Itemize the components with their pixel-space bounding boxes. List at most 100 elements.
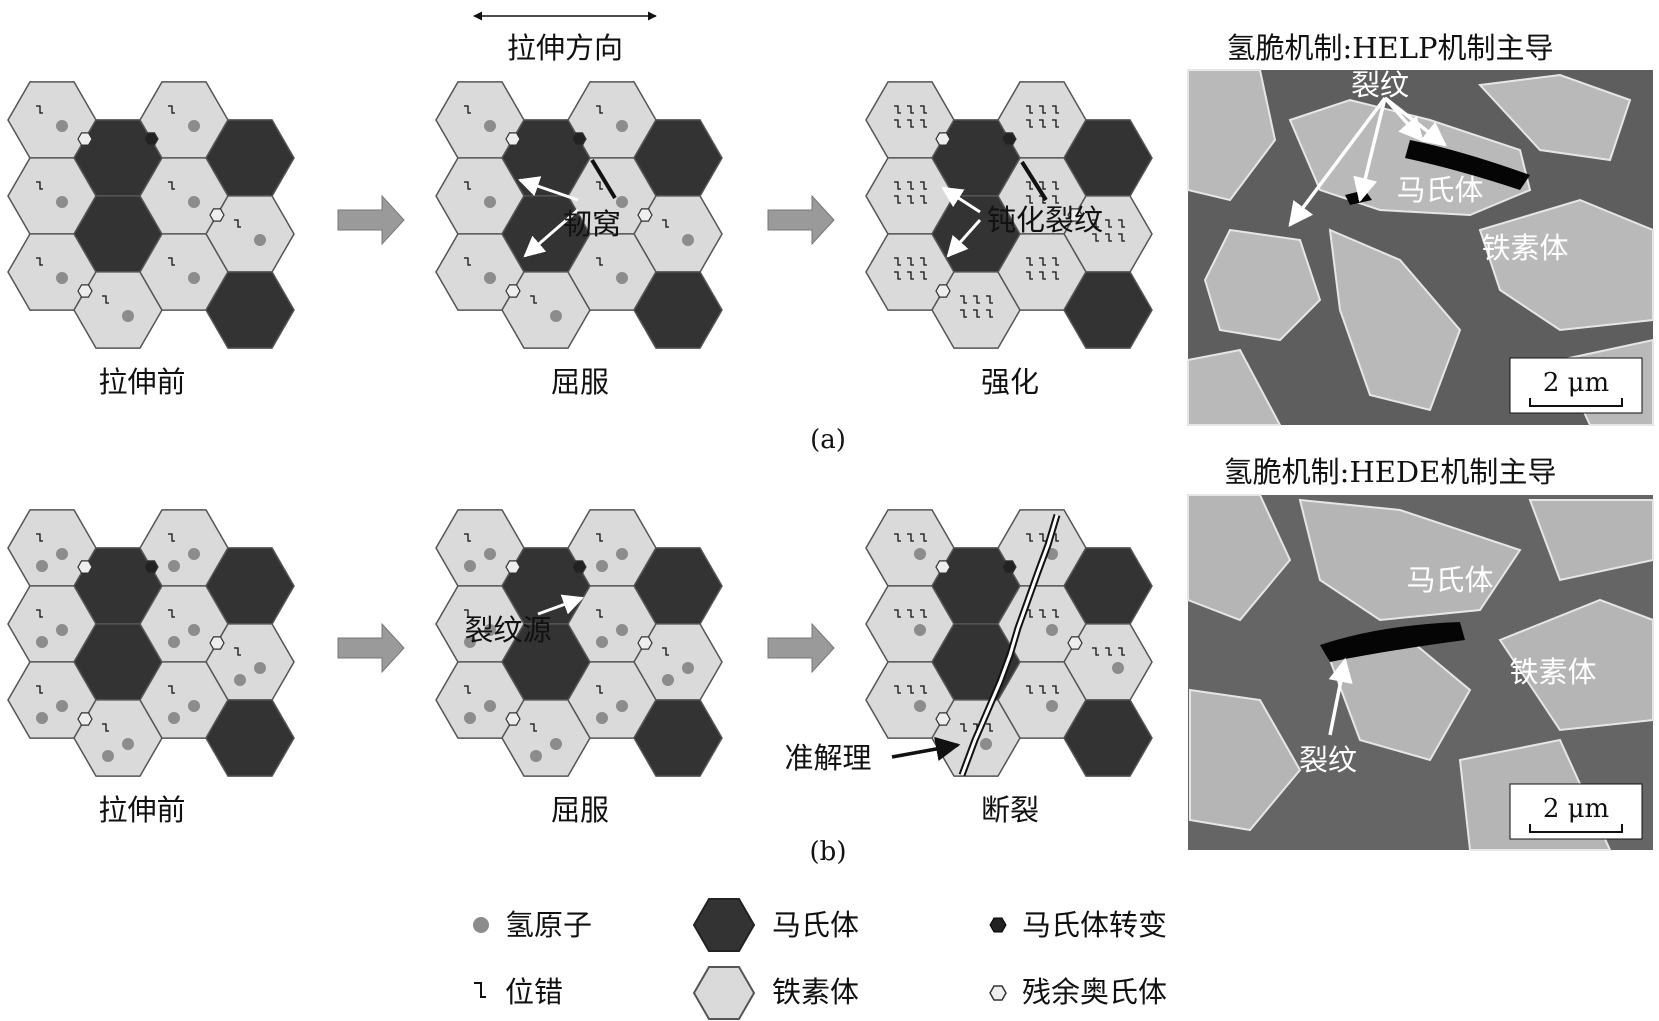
- dislocation-mark: [960, 723, 967, 732]
- dislocation-mark: [894, 195, 901, 204]
- hydrogen-atom: [596, 560, 608, 572]
- dislocation-mark: [920, 119, 927, 128]
- dislocation-mark: [907, 271, 914, 280]
- hydrogen-atom: [484, 196, 496, 208]
- retained-austenite-marker: [505, 284, 521, 298]
- dislocation-mark: [986, 723, 993, 732]
- dislocation-mark: [907, 119, 914, 128]
- dislocation-mark: [530, 295, 537, 304]
- dislocation-mark: [894, 105, 901, 114]
- dislocation-mark: [894, 119, 901, 128]
- martensite-grain: [1063, 699, 1153, 777]
- legend-ferrite-icon: [692, 966, 756, 1020]
- retained-austenite-marker: [209, 208, 225, 222]
- hydrogen-atom: [188, 548, 200, 560]
- dislocation-mark: [920, 685, 927, 694]
- dislocation-mark: [1118, 219, 1125, 228]
- dislocation-mark: [1052, 685, 1059, 694]
- dislocation-mark: [168, 609, 175, 618]
- micrograph-b: 氢脆机制:HEDE机制主导 马氏体 铁素体 裂纹 2 μm: [1187, 455, 1654, 851]
- retained-austenite-marker: [77, 560, 93, 574]
- dislocation-mark: [894, 533, 901, 542]
- retained-austenite-marker: [209, 636, 225, 650]
- micrograph-a: 氢脆机制:HELP机制主导 裂纹 马氏体 铁素体 2 μm: [1187, 31, 1654, 426]
- hydrogen-atom: [616, 700, 628, 712]
- hydrogen-atom: [56, 272, 68, 284]
- dislocation-mark: [1052, 119, 1059, 128]
- micrograph-b-crack-label: 裂纹: [1299, 743, 1357, 777]
- hydrogen-atom: [484, 700, 496, 712]
- stage-label-b2: 屈服: [551, 793, 609, 827]
- retained-austenite-marker: [77, 284, 93, 298]
- dislocation-mark: [1092, 233, 1099, 242]
- dislocation-mark: [1026, 181, 1033, 190]
- arrow-a-2: [767, 194, 835, 246]
- martensite-grain: [205, 271, 295, 349]
- dislocation-mark: [168, 533, 175, 542]
- row-a-label: (a): [810, 425, 846, 455]
- hydrogen-atom: [596, 636, 608, 648]
- dislocation-mark: [1105, 647, 1112, 656]
- diagram-b-yield: [435, 509, 723, 777]
- hydrogen-atom: [188, 624, 200, 636]
- dislocation-mark: [894, 271, 901, 280]
- dislocation-mark: [986, 309, 993, 318]
- dislocation-mark: [907, 685, 914, 694]
- hydrogen-atom: [122, 738, 134, 750]
- micrograph-b-martensite-label: 马氏体: [1406, 563, 1493, 597]
- micrograph-a-martensite-label: 马氏体: [1396, 173, 1483, 207]
- legend-dislocation-icon: [474, 982, 486, 998]
- dislocation-mark: [36, 533, 43, 542]
- dislocation-mark: [168, 181, 175, 190]
- hydrogen-atom: [1112, 662, 1124, 674]
- dislocation-mark: [464, 181, 471, 190]
- dislocation-mark: [1092, 219, 1099, 228]
- martensite-transform-marker: [571, 132, 587, 146]
- retained-austenite-marker: [1067, 636, 1083, 650]
- crack-source-label: 裂纹源: [464, 613, 551, 647]
- arrow-b-1: [337, 622, 405, 674]
- dislocation-mark: [1039, 119, 1046, 128]
- dislocation-mark: [596, 257, 603, 266]
- hydrogen-atom: [56, 624, 68, 636]
- dislocation-mark: [907, 609, 914, 618]
- dislocation-mark: [464, 609, 471, 618]
- retained-austenite-marker: [505, 712, 521, 726]
- transition-arrows: [337, 194, 835, 674]
- hydrogen-atom: [56, 700, 68, 712]
- micrograph-a-ferrite-label: 铁素体: [1481, 231, 1568, 265]
- dislocation-mark: [662, 647, 669, 656]
- blunt-crack-label: 钝化裂纹: [987, 203, 1103, 237]
- legend-martensite-icon: [692, 898, 756, 952]
- dislocation-mark: [1052, 181, 1059, 190]
- hydrogen-atom: [550, 738, 562, 750]
- dislocation-mark: [36, 181, 43, 190]
- hydrogen-atom: [122, 310, 134, 322]
- dislocation-mark: [1039, 195, 1046, 204]
- hydrogen-atom: [188, 272, 200, 284]
- annotations-a: 韧窝 钝化裂纹: [518, 158, 1103, 258]
- micrograph-b-title: 氢脆机制:HEDE机制主导: [1224, 455, 1557, 489]
- hydrogen-atom: [36, 712, 48, 724]
- hydrogen-atom: [682, 234, 694, 246]
- dislocation-mark: [1052, 609, 1059, 618]
- retained-austenite-marker: [77, 712, 93, 726]
- hydrogen-atom: [168, 712, 180, 724]
- diagram-b-fracture: [865, 509, 1153, 777]
- dislocation-mark: [920, 195, 927, 204]
- hydrogen-atom: [36, 636, 48, 648]
- dislocation-mark: [596, 105, 603, 114]
- stage-label-b1: 拉伸前: [98, 793, 185, 827]
- hydrogen-atom: [56, 196, 68, 208]
- dislocation-mark: [920, 257, 927, 266]
- hydrogen-atom: [188, 700, 200, 712]
- dislocation-mark: [894, 685, 901, 694]
- dislocation-mark: [1039, 271, 1046, 280]
- legend-retained-austenite-icon: [989, 985, 1007, 1001]
- hydrogen-atom: [616, 548, 628, 560]
- dislocation-mark: [907, 257, 914, 266]
- dislocation-mark: [168, 105, 175, 114]
- dislocation-mark: [36, 609, 43, 618]
- hydrogen-atom: [1046, 624, 1058, 636]
